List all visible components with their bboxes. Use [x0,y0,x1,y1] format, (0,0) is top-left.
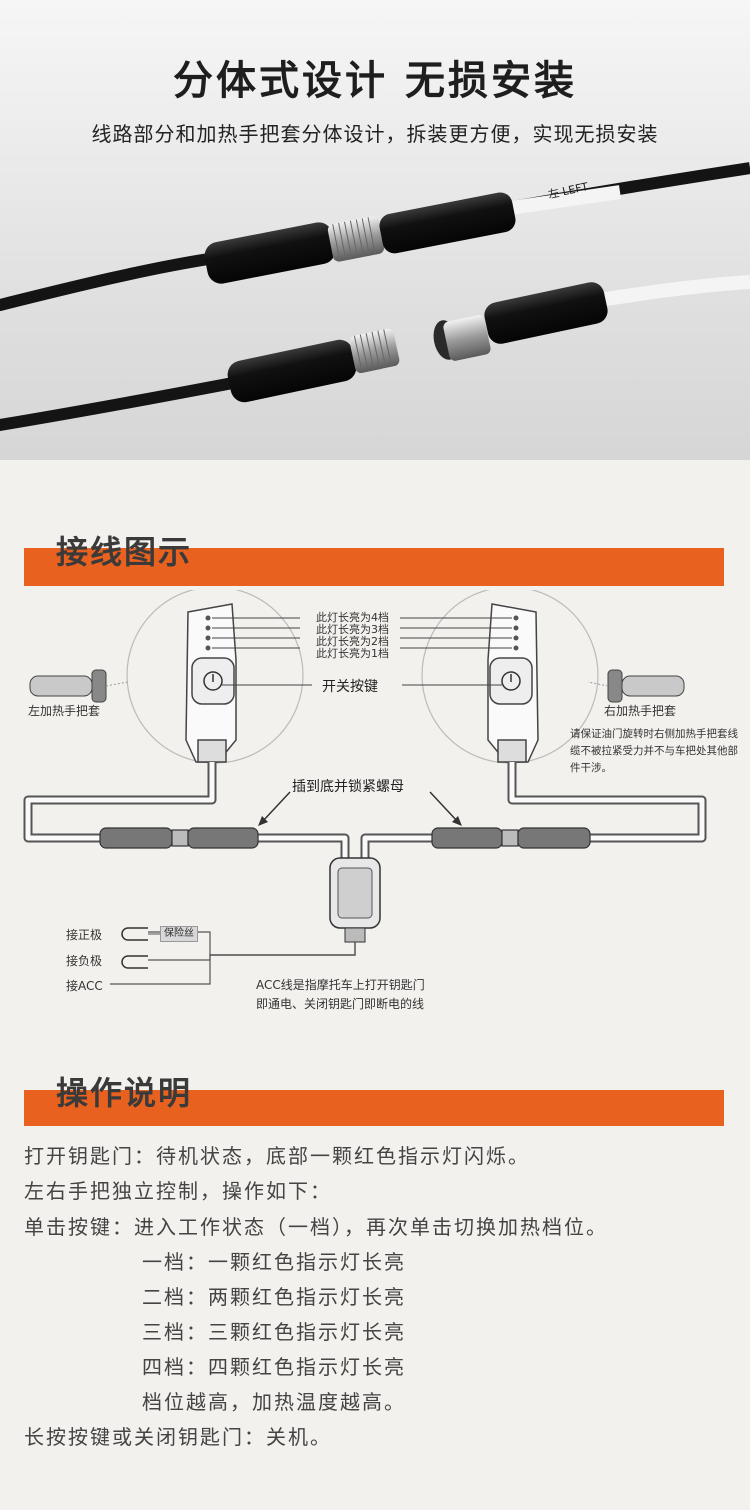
terminal-icons [121,927,148,969]
left-grip-icon [29,669,129,703]
instruction-line: 四档：四颗红色指示灯长亮 [142,1355,406,1379]
level-2-label: 此灯长亮为2档 [316,635,389,648]
right-switch-housing [487,603,539,763]
upper-connector-right [379,192,516,254]
left-inline-connectors [99,827,259,849]
level-4-label: 此灯长亮为4档 [316,611,389,624]
switch-label: 开关按键 [322,679,378,695]
instruction-line: 打开钥匙门：待机状态，底部一颗红色指示灯闪烁。 [24,1144,530,1168]
wiring-section-bar [24,548,724,586]
right-power-icon [501,671,521,691]
hero-title: 分体式设计 无损安装 [173,58,577,104]
negative-label: 接负极 [66,954,103,968]
right-grip-note: 请保证油门旋转时右侧加热手把套线缆不被拉紧受力并不与车把处其他部件干涉。 [570,728,738,774]
instruction-line: 二档：两颗红色指示灯长亮 [142,1285,406,1309]
acc-label: 接ACC [66,979,103,993]
left-power-icon [203,671,223,691]
hero-subtitle: 线路部分和加热手把套分体设计，拆装更方便，实现无损安装 [91,122,659,146]
upper-connector-left [204,216,385,284]
wiring-diagram-drawing [23,590,707,985]
operation-section-title: 操作说明 [56,1074,193,1112]
instruction-line: 单击按键：进入工作状态（一档），再次单击切换加热档位。 [24,1215,608,1239]
wiring-diagram: 此灯长亮为4档 此灯长亮为3档 此灯长亮为2档 此灯长亮为1档 开关按键 左加热… [0,590,750,1030]
product-photo: 左 LEFT 分体式设计 无损安装 线路部分和加热手把套分体设计，拆装更方便，实… [0,0,750,460]
left-indicator-leds [205,615,211,651]
left-switch-housing [185,603,237,763]
level-3-label: 此灯长亮为3档 [316,623,389,636]
instruction-line: 长按按键或关闭钥匙门：关机。 [24,1425,332,1449]
controller-box [329,857,381,943]
lower-connector-left [227,328,400,403]
instruction-line: 档位越高，加热温度越高。 [142,1390,406,1414]
right-indicator-leds [513,615,519,651]
plug-arrow-right [429,791,459,823]
wiring-section-title: 接线图示 [56,533,193,571]
instruction-line: 左右手把独立控制，操作如下： [24,1179,332,1203]
fuse-label: 保险丝 [160,926,198,942]
cable-connector-illustration: 左 LEFT [0,162,750,431]
acc-note-line2: 即通电、关闭钥匙门即断电的线 [256,997,425,1011]
right-inline-connectors [431,827,591,849]
plug-arrow-left [261,791,291,823]
left-grip-label: 左加热手把套 [28,704,101,718]
level-1-label: 此灯长亮为1档 [316,647,389,660]
plug-label: 插到底并锁紧螺母 [292,779,404,795]
instruction-line: 一档：一颗红色指示灯长亮 [142,1250,406,1274]
operation-section-bar [24,1090,724,1126]
lower-connector-right [433,282,608,361]
right-grip-icon [587,669,685,703]
right-grip-label: 右加热手把套 [604,704,677,718]
level-pointer-lines [212,617,512,686]
acc-note-line1: ACC线是指摩托车上打开钥匙门 [256,978,425,992]
positive-label: 接正极 [66,928,103,942]
instruction-line: 三档：三颗红色指示灯长亮 [142,1320,406,1344]
